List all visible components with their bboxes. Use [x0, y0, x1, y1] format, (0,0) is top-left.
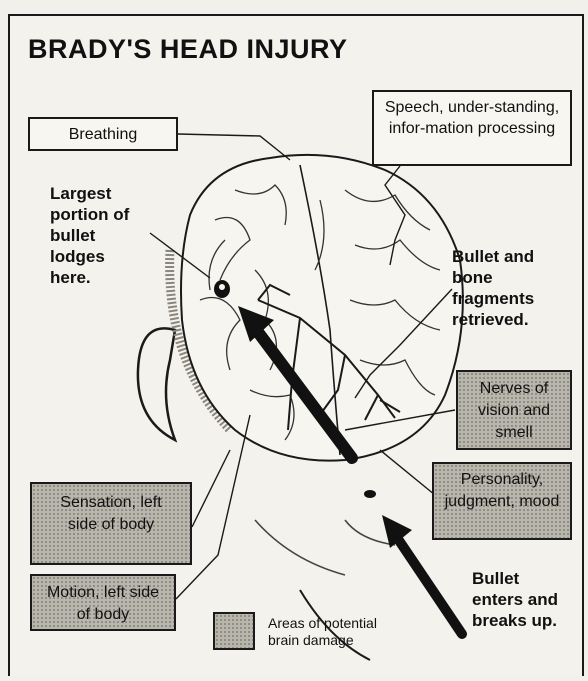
label-sensation: Sensation, left side of body [30, 482, 192, 565]
note-bullet-enters: Bullet enters and breaks up. [472, 568, 562, 631]
note-largest-portion: Largest portion of bullet lodges here. [50, 183, 150, 288]
legend-swatch [213, 612, 255, 650]
label-personality: Personality, judgment, mood [432, 462, 572, 540]
jaw-outline [255, 520, 345, 575]
label-motion: Motion, left side of body [30, 574, 176, 631]
note-bullet-bone: Bullet and bone fragments retrieved. [452, 246, 562, 330]
label-nerves: Nerves of vision and smell [456, 370, 572, 450]
label-breathing: Breathing [28, 117, 178, 151]
ear-outline [138, 328, 175, 440]
label-speech: Speech, under-standing, infor-mation pro… [372, 90, 572, 166]
entry-wound-icon [364, 490, 376, 498]
legend-label: Areas of potential brain damage [268, 615, 408, 649]
